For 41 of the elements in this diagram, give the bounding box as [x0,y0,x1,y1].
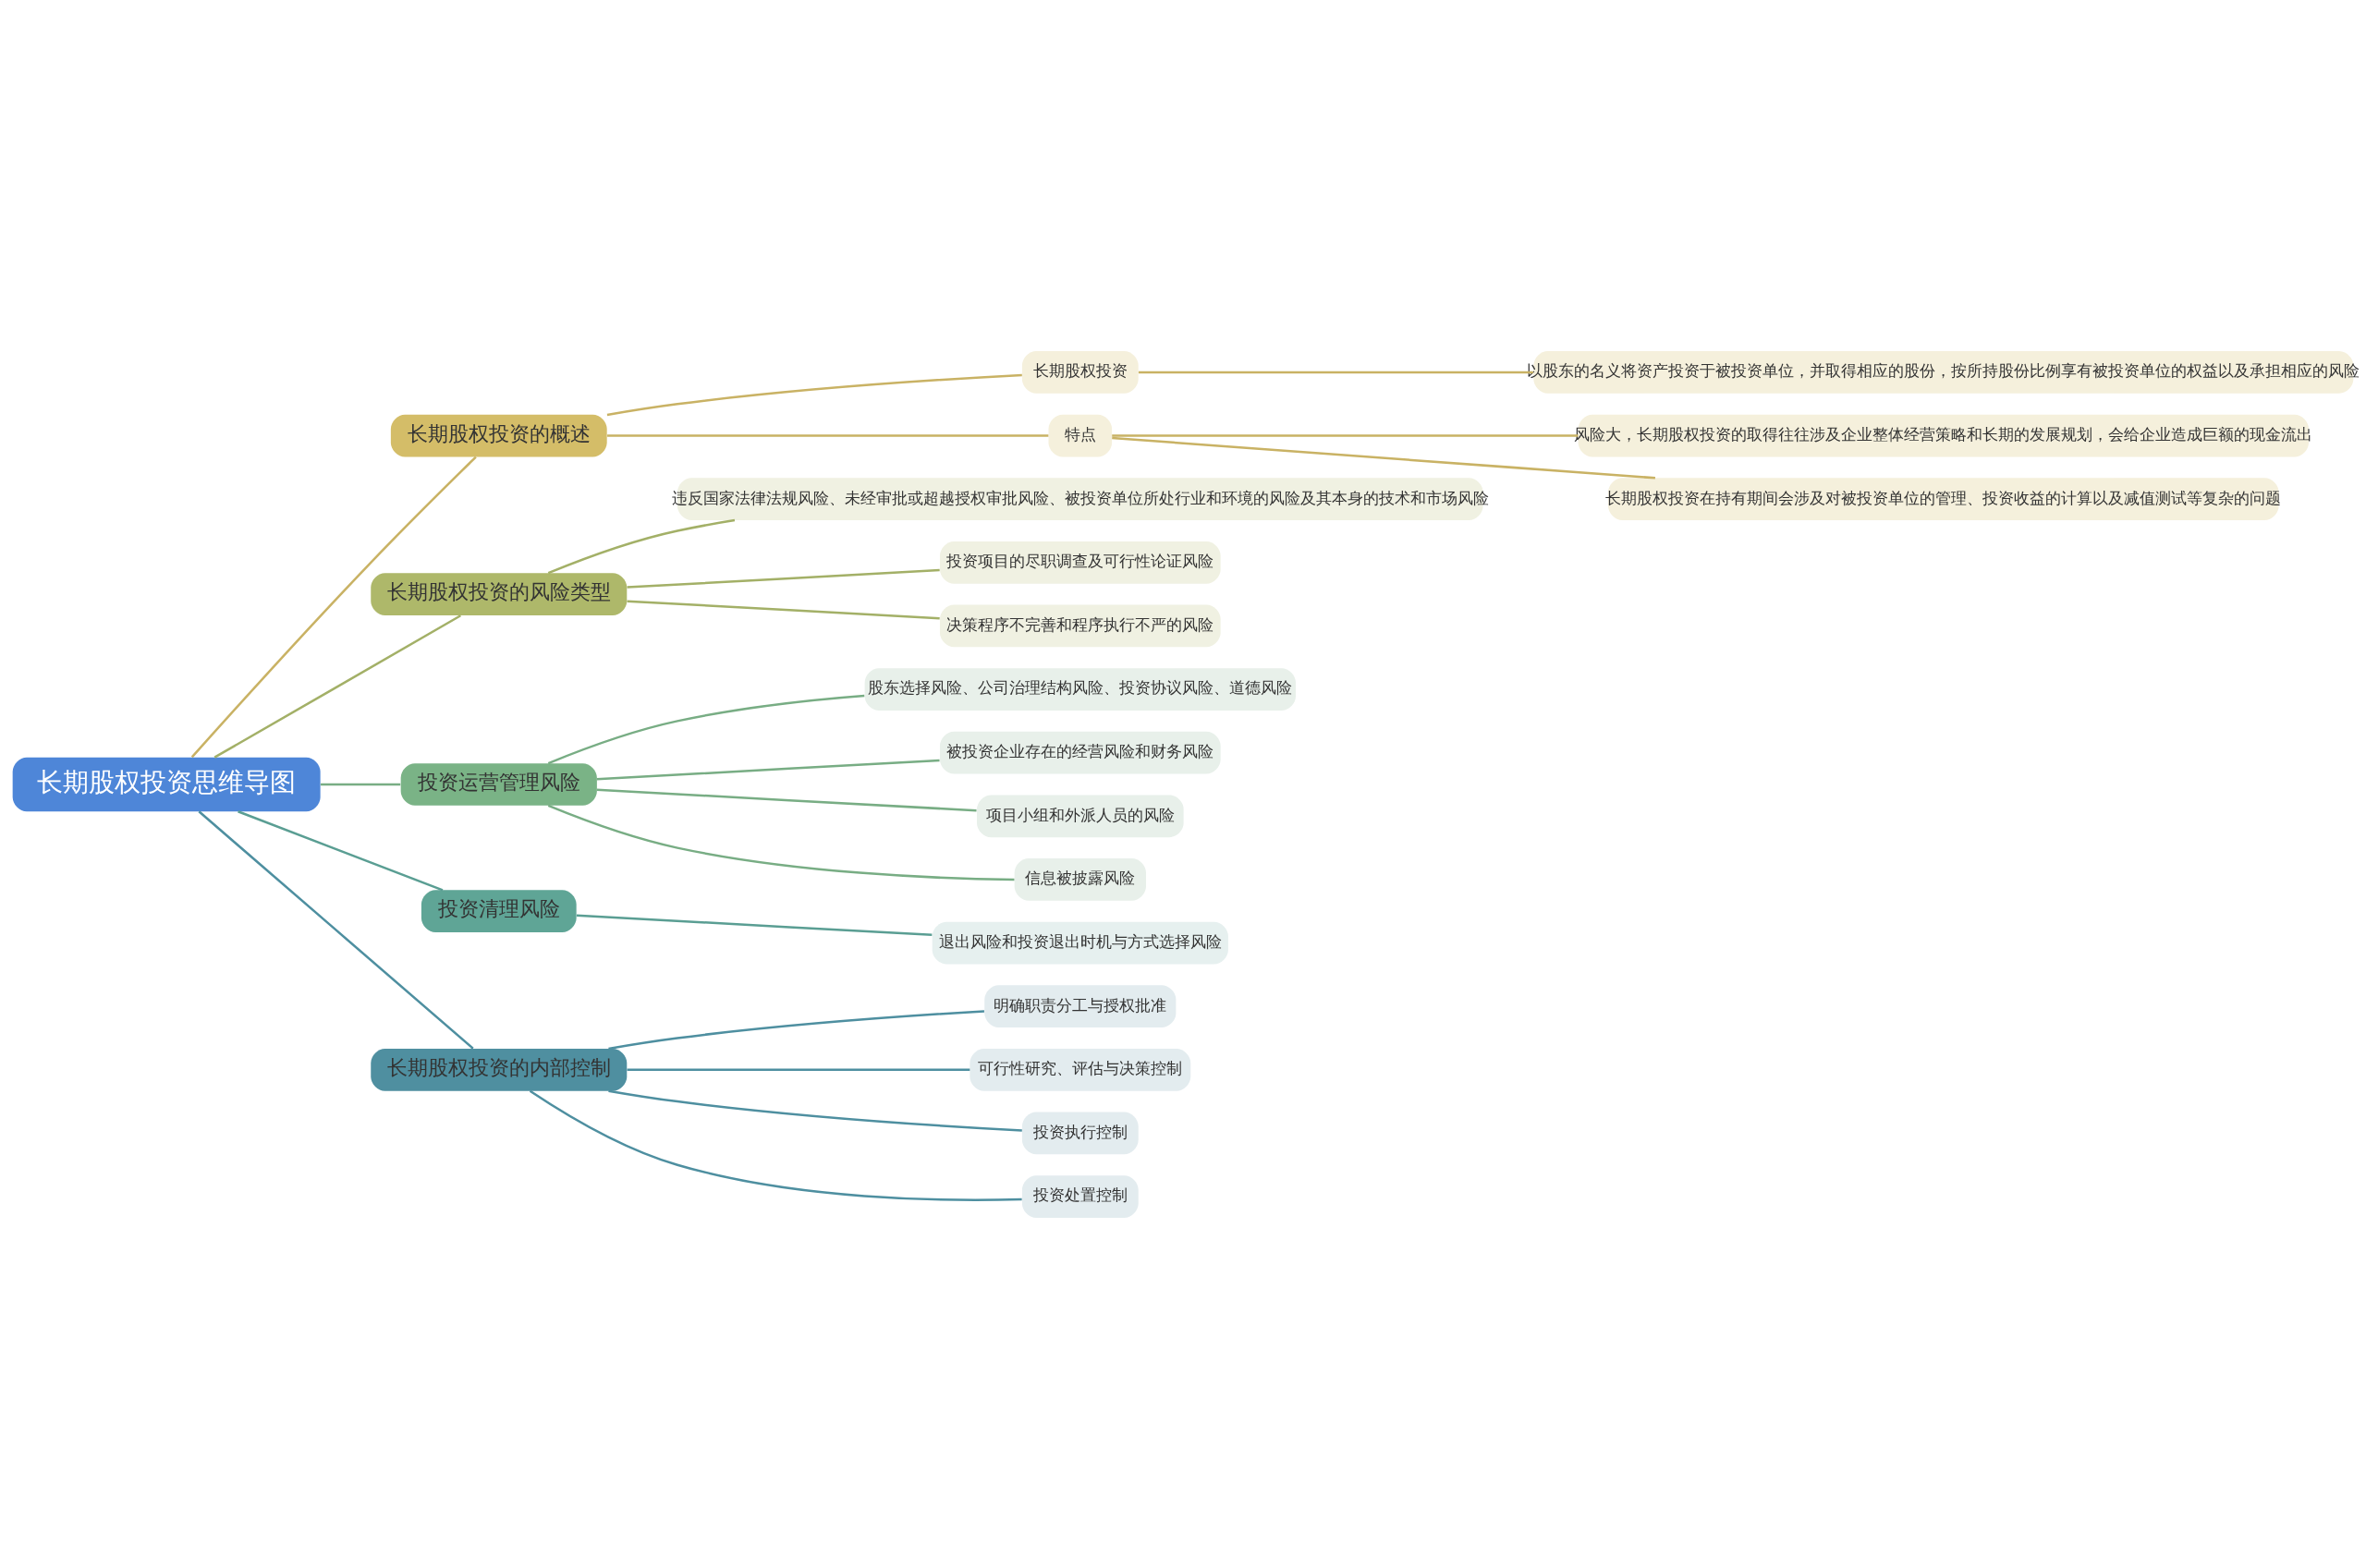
node-box: 长期股权投资的风险类型 [371,572,628,615]
connector [596,759,940,781]
connector [547,804,1015,881]
node-box: 项目小组和外派人员的风险 [977,794,1184,837]
connector [627,599,940,619]
connector [547,694,865,764]
connector [213,614,461,759]
node-box: 投资项目的尽职调查及可行性论证风险 [939,541,1221,584]
node-box: 信息被披露风险 [1014,857,1146,901]
connector [1138,371,1533,373]
node-box: 长期股权投资的内部控制 [371,1048,628,1091]
node-box: 投资运营管理风险 [400,762,597,806]
node-box: 长期股权投资思维导图 [12,757,321,811]
node-box: 特点 [1048,414,1113,456]
connector [1112,433,1579,437]
connector [608,1009,985,1050]
connector [1112,436,1655,480]
connector [547,518,736,574]
connector [627,1068,970,1071]
connector [607,433,1049,437]
connector [320,783,401,785]
connector [596,787,977,811]
node-box: 退出风险和投资退出时机与方式选择风险 [932,921,1228,964]
connector [608,1088,1022,1132]
node-box: 决策程序不完善和程序执行不严的风险 [939,604,1221,647]
node-box: 股东选择风险、公司治理结构风险、投资协议风险、道德风险 [864,667,1296,711]
connector [190,456,477,758]
connector [576,914,933,936]
node-box: 被投资企业存在的经营风险和财务风险 [939,731,1221,774]
connector [606,373,1022,416]
node-box: 可行性研究、评估与决策控制 [970,1048,1191,1091]
node-box: 长期股权投资的概述 [390,414,607,456]
connector [529,1089,1022,1201]
node-box: 投资执行控制 [1021,1112,1139,1154]
connector [238,809,444,892]
connector [198,809,474,1050]
node-box: 投资处置控制 [1021,1174,1139,1218]
node-box: 投资清理风险 [421,889,577,932]
node-box: 长期股权投资 [1021,350,1139,394]
node-box: 明确职责分工与授权批准 [984,984,1177,1027]
connector [627,568,940,589]
